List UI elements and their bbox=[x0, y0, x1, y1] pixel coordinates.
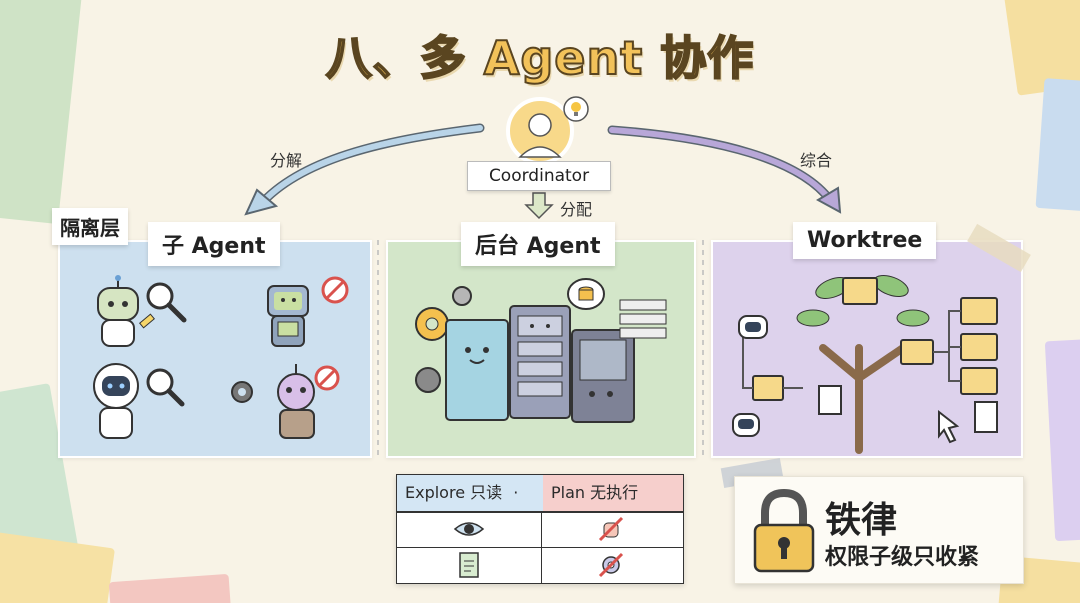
robot-gears-blocked-icon bbox=[231, 364, 340, 439]
cursor-icon bbox=[938, 409, 960, 444]
synthesize-arrowhead bbox=[815, 186, 842, 214]
page-title: 八、多 Agent 协作 bbox=[325, 30, 755, 86]
background-agent-servers-illustration bbox=[415, 278, 667, 423]
document-icon bbox=[818, 385, 998, 433]
decompose-label: 分解 bbox=[270, 151, 303, 170]
server-right-icon bbox=[571, 329, 635, 423]
worktree-label: Worktree bbox=[793, 222, 937, 259]
background-agent-label: 后台 Agent bbox=[461, 222, 615, 266]
assign-arrow bbox=[524, 192, 554, 220]
padlock-icon bbox=[753, 488, 815, 573]
synthesize-label: 综合 bbox=[800, 151, 833, 170]
synthesize-arrow bbox=[607, 125, 835, 205]
robot-magnifier-icon bbox=[97, 275, 187, 347]
sub-agent-label: 子 Agent bbox=[148, 222, 280, 266]
tree-icon bbox=[796, 275, 930, 454]
no-gear-icon bbox=[598, 552, 624, 578]
no-hand-icon bbox=[598, 516, 624, 542]
robot-astronaut-icon bbox=[93, 363, 185, 439]
worktree-illustration bbox=[732, 275, 998, 454]
iron-rule-card: 铁律 权限子级只收紧 bbox=[734, 476, 1024, 584]
robot-blocked-icon bbox=[267, 276, 349, 347]
robot-small-icon bbox=[732, 315, 768, 437]
explore-readonly-label: Explore 只读 bbox=[405, 483, 503, 502]
assign-label: 分配 bbox=[560, 200, 593, 219]
document-icon bbox=[459, 552, 479, 578]
sub-agent-robots-illustration bbox=[93, 275, 349, 439]
decompose-arrowhead bbox=[244, 188, 279, 216]
iron-rule-subtitle: 权限子级只收紧 bbox=[825, 545, 980, 570]
plan-no-exec-header: Plan 无执行 bbox=[543, 475, 683, 511]
gear-icon bbox=[415, 286, 472, 393]
server-left-icon bbox=[445, 319, 509, 421]
permission-table: Explore 只读 · Plan 无执行 bbox=[396, 474, 684, 584]
explore-readonly-header: Explore 只读 · bbox=[397, 475, 543, 511]
coordinator-avatar-icon bbox=[506, 96, 589, 165]
database-bubble-icon bbox=[567, 278, 605, 310]
folder-icon bbox=[752, 277, 998, 401]
plan-no-exec-label: Plan 无执行 bbox=[551, 483, 639, 502]
rack-icon bbox=[619, 299, 667, 339]
header-separator: · bbox=[513, 483, 519, 502]
server-middle-icon bbox=[509, 305, 571, 419]
iron-rule-title: 铁律 bbox=[825, 500, 898, 541]
eye-icon bbox=[453, 522, 485, 536]
isolation-layer-label: 隔离层 bbox=[52, 208, 128, 245]
coordinator-label: Coordinator bbox=[467, 161, 611, 191]
